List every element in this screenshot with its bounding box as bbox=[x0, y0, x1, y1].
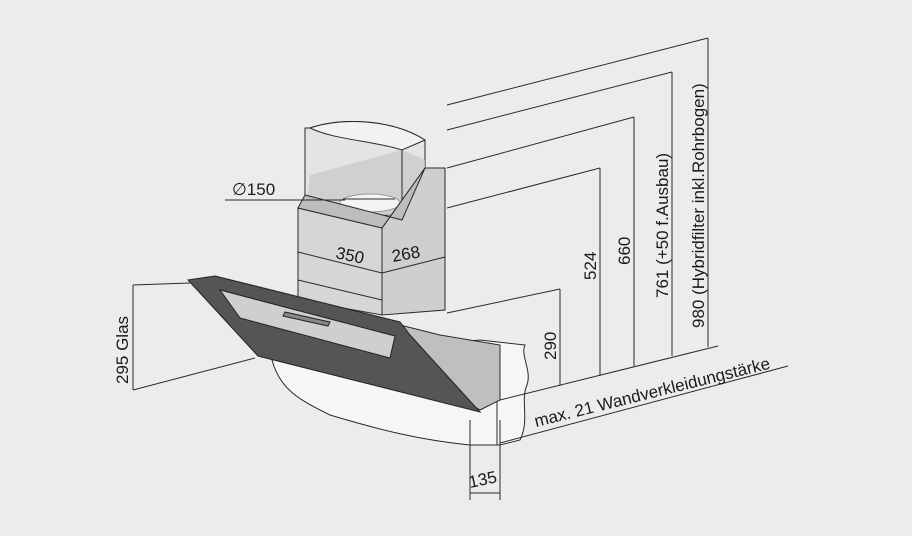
hood-opening bbox=[218, 289, 396, 359]
duct-top bbox=[297, 167, 426, 229]
ext-line-761 bbox=[446, 71, 673, 131]
chimney-top bbox=[308, 121, 427, 151]
dim-line-268 bbox=[381, 256, 446, 274]
wall-cladding-line bbox=[499, 365, 789, 444]
ext-line-980 bbox=[446, 37, 709, 106]
dim-761-label: 761 (+50 f.Ausbau) bbox=[653, 153, 672, 298]
ext-line-290 bbox=[446, 288, 561, 314]
dim-135-label: 135 bbox=[467, 467, 499, 491]
glass-height-label: 295 Glas bbox=[113, 316, 132, 384]
dim-980-label: 980 (Hybridfilter inkl.Rohrbogen) bbox=[689, 83, 708, 328]
wall-cladding-label: max. 21 Wandverkleidungstärke bbox=[532, 354, 772, 431]
dim-660-label: 660 bbox=[615, 237, 634, 265]
ext-line-glass-bottom bbox=[132, 357, 256, 391]
ext-line-660 bbox=[446, 116, 635, 169]
dim-524-label: 524 bbox=[581, 252, 600, 280]
base-line bbox=[499, 345, 719, 401]
duct-seam bbox=[297, 279, 383, 301]
dim-line-350 bbox=[297, 251, 383, 274]
depth-label: 268 bbox=[390, 242, 421, 266]
dim-290-label: 290 bbox=[541, 332, 560, 360]
ext-line-glass-top bbox=[132, 282, 191, 286]
hood-filter-slot bbox=[282, 311, 331, 327]
diameter-label: ∅150 bbox=[232, 180, 275, 199]
ext-line-524 bbox=[446, 167, 601, 209]
